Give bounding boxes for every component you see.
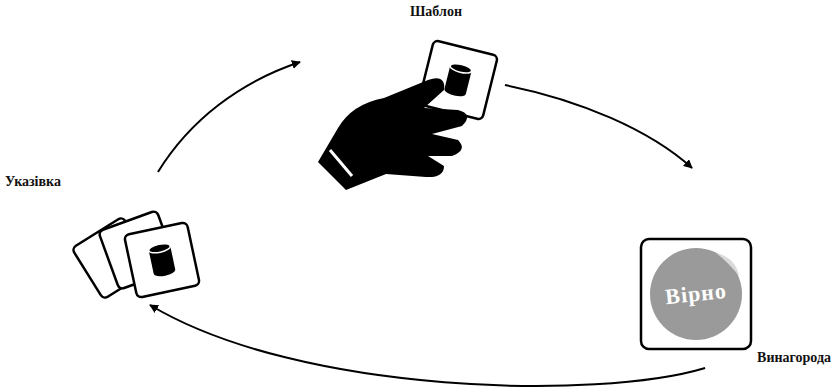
hand-symbol [318, 78, 467, 190]
node-heading: Указівка [5, 174, 61, 190]
node-heading: Винагорода [757, 350, 831, 366]
sticker-text: Вірно [664, 279, 728, 309]
cycle-arrow [150, 305, 705, 386]
cycle-arrow [158, 62, 300, 172]
diagram-node: Шаблон [300, 0, 505, 192]
cycle-arrow [505, 85, 692, 168]
diagram-node: Указівка [5, 172, 195, 305]
cylinder-symbol [148, 242, 176, 278]
diagram-node: ВірноВинагорода [635, 168, 833, 368]
wrist-line [330, 150, 352, 176]
card-stack [72, 210, 200, 299]
reward-card [641, 239, 751, 349]
node-heading: Шаблон [410, 4, 462, 20]
